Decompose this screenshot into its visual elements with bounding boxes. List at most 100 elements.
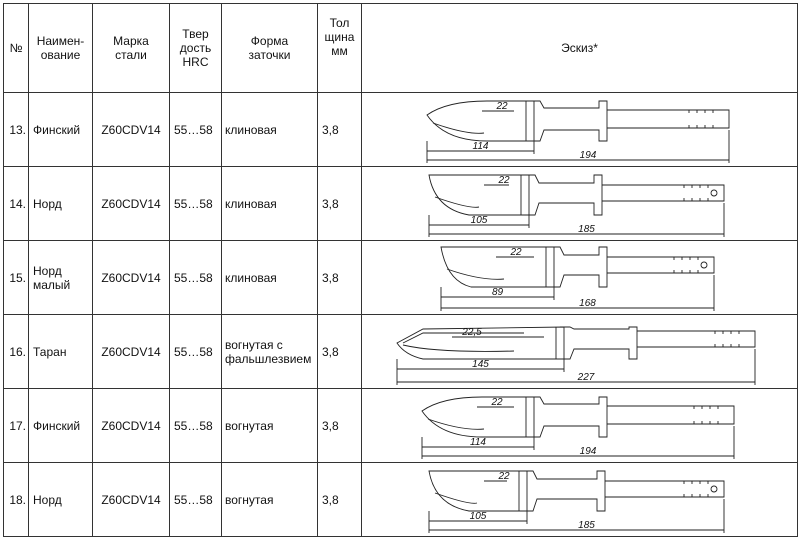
blade-height-label: 22,5 [461, 327, 482, 338]
row-number: 17. [3, 388, 29, 463]
thickness-value: 3,8 [317, 240, 362, 315]
grind-line [446, 268, 505, 280]
tang-shape [607, 256, 715, 274]
blade-shape [426, 100, 535, 142]
grind-shape: вогнутая [221, 462, 318, 537]
total-length-label: 168 [579, 298, 596, 309]
blade-length-label: 105 [470, 511, 487, 522]
row-number: 18. [3, 462, 29, 537]
grind-shape: вогнутая [221, 388, 318, 463]
grind-shape: клиновая [221, 166, 318, 241]
thickness-value: 3,8 [317, 166, 362, 241]
guard-shape [523, 470, 606, 512]
hardness-value: 55…58 [169, 166, 222, 241]
total-length-label: 227 [577, 372, 595, 383]
guard-shape [530, 396, 608, 438]
grind-line [432, 122, 485, 134]
blade-length-label: 114 [473, 141, 489, 152]
blade-shape [428, 174, 530, 216]
knife-drawing: 89 168 22 [440, 246, 715, 311]
thickness-value: 3,8 [317, 92, 362, 167]
knife-sketch: 105 185 22 [361, 462, 798, 537]
blade-length-label: 105 [471, 215, 488, 226]
grind-shape: вогнутая с фальшлезвием [221, 314, 318, 389]
tang-shape [607, 109, 730, 129]
guard-shape [530, 100, 608, 142]
guard-shape [560, 326, 638, 360]
height-dimension-line [496, 247, 547, 287]
header-num: № [3, 3, 29, 93]
grind-shape: клиновая [221, 92, 318, 167]
table-row: 13. Финский Z60CDV14 55…58 клиновая 3,8 … [3, 92, 798, 167]
header-steel: Марка стали [92, 3, 170, 93]
hardness-value: 55…58 [169, 388, 222, 463]
knife-outline [426, 100, 730, 163]
total-dimension-line [428, 203, 725, 237]
row-number: 14. [3, 166, 29, 241]
header-sketch: Эскиз* [361, 3, 798, 93]
blade-height-label: 22 [495, 101, 508, 112]
knife-sketch: 89 168 22 [361, 240, 798, 315]
blade-dimension-line [426, 141, 535, 154]
hardness-value: 55…58 [169, 314, 222, 389]
grind-line [434, 492, 478, 504]
row-number: 16. [3, 314, 29, 389]
blade-shape [428, 470, 528, 512]
blade-shape [440, 246, 555, 288]
header-thickness: Тол щина мм [317, 3, 362, 93]
blade-height-label: 22 [497, 471, 510, 482]
knife-name: Таран [28, 314, 93, 389]
knife-outline [440, 246, 715, 311]
knife-sketch: 145 227 22,5 [361, 314, 798, 389]
total-dimension-line [440, 275, 715, 311]
blade-length-label: 89 [492, 287, 504, 298]
tang-shape [602, 184, 725, 202]
blade-dimension-line [396, 359, 565, 372]
tang-shape [605, 480, 725, 498]
header-grind: Форма заточки [221, 3, 318, 93]
blade-length-label: 145 [472, 359, 489, 370]
height-dimension-line [477, 397, 527, 437]
knife-drawing: 145 227 22,5 [396, 326, 756, 385]
thickness-value: 3,8 [317, 388, 362, 463]
total-length-label: 194 [580, 446, 597, 457]
table-row: 18. Норд Z60CDV14 55…58 вогнутая 3,8 105… [3, 462, 798, 537]
hardness-value: 55…58 [169, 240, 222, 315]
height-dimension-line [484, 471, 520, 511]
false-edge-line [402, 332, 524, 344]
hardness-value: 55…58 [169, 92, 222, 167]
grind-line [427, 418, 485, 430]
steel-grade: Z60CDV14 [92, 462, 170, 537]
tang-hole [700, 261, 708, 269]
header-row: № Наимен- ование Марка стали Твер дость … [3, 3, 798, 93]
blade-height-label: 22 [509, 247, 522, 258]
row-number: 15. [3, 240, 29, 315]
knife-outline [421, 396, 735, 459]
blade-dimension-line [428, 511, 528, 524]
steel-grade: Z60CDV14 [92, 92, 170, 167]
header-name: Наимен- ование [28, 3, 93, 93]
steel-grade: Z60CDV14 [92, 240, 170, 315]
height-dimension-line [452, 327, 557, 359]
knife-outline [428, 174, 725, 237]
total-length-label: 185 [578, 520, 595, 531]
total-dimension-line [396, 349, 756, 385]
blade-shape [421, 396, 535, 438]
hardness-value: 55…58 [169, 462, 222, 537]
table-row: 14. Норд Z60CDV14 55…58 клиновая 3,8 105… [3, 166, 798, 241]
steel-grade: Z60CDV14 [92, 166, 170, 241]
knife-name: Финский [28, 92, 93, 167]
height-dimension-line [484, 175, 522, 215]
guard-shape [550, 246, 608, 288]
blade-dimension-line [428, 215, 530, 228]
total-length-label: 185 [578, 224, 595, 235]
knife-name: Финский [28, 388, 93, 463]
knife-name: Норд [28, 462, 93, 537]
knife-spec-table: № Наимен- ование Марка стали Твер дость … [3, 3, 798, 537]
thickness-value: 3,8 [317, 462, 362, 537]
blade-dimension-line [421, 437, 535, 450]
thickness-value: 3,8 [317, 314, 362, 389]
